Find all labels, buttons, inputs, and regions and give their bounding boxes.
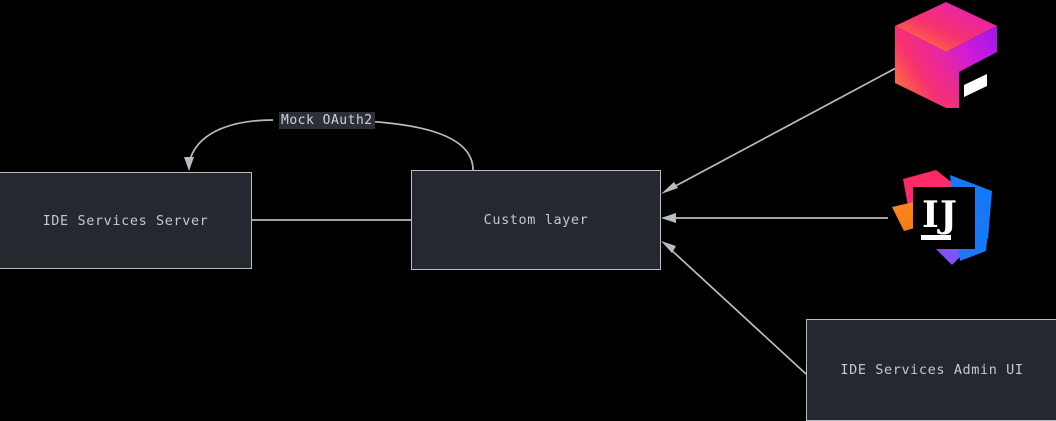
- node-label: Custom layer: [483, 212, 589, 228]
- node-ide-services-admin-ui[interactable]: IDE Services Admin UI: [806, 319, 1056, 421]
- node-ide-services-server[interactable]: IDE Services Server: [0, 172, 252, 269]
- svg-text:IJ: IJ: [922, 194, 958, 236]
- intellij-idea-logo: IJ: [892, 170, 992, 265]
- node-label: IDE Services Admin UI: [840, 362, 1024, 378]
- edge-intellij-to-custom-layer: [661, 213, 888, 223]
- node-label: IDE Services Server: [42, 212, 209, 229]
- edge-label-mock-oauth2: Mock OAuth2: [279, 112, 375, 129]
- edge-admin-ui-to-custom-layer: [661, 241, 807, 375]
- fleet-logo: [895, 2, 997, 108]
- node-custom-layer[interactable]: Custom layer: [411, 170, 661, 270]
- edge-fleet-to-custom-layer: [661, 67, 897, 194]
